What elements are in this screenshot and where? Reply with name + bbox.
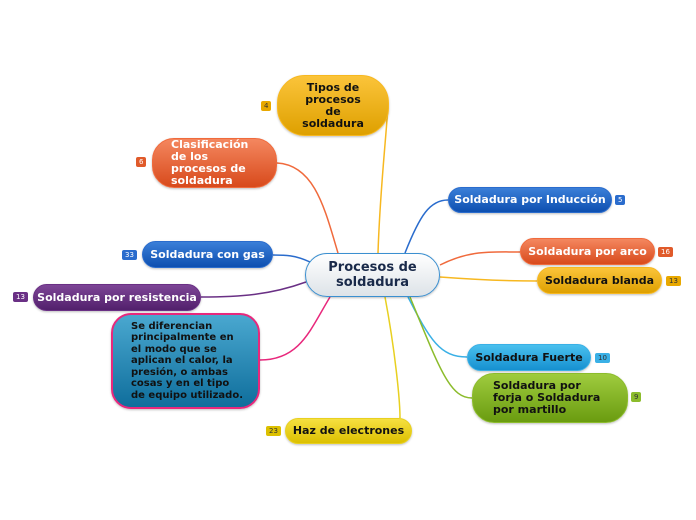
count-badge: 9	[631, 392, 642, 402]
topic-blanda[interactable]: Soldadura blanda	[537, 267, 662, 294]
count-badge: 13	[13, 292, 28, 302]
topic-haz-electrones[interactable]: Haz de electrones	[285, 418, 412, 444]
topic-label: Clasificación de los procesos de soldadu…	[171, 138, 249, 187]
topic-label: Haz de electrones	[292, 424, 405, 437]
topic-induccion[interactable]: Soldadura por Inducción	[448, 187, 612, 213]
count-badge: 33	[122, 250, 137, 260]
central-topic[interactable]: Procesos de soldadura	[305, 253, 440, 297]
count-badge: 13	[666, 276, 681, 286]
count-badge: 10	[595, 353, 610, 363]
topic-con-gas[interactable]: Soldadura con gas	[142, 241, 273, 268]
topic-descripcion[interactable]: Se diferencian principalmente en el modo…	[111, 313, 260, 409]
topic-label: Soldadura por forja o Soldadura por mart…	[493, 379, 601, 416]
count-badge: 6	[136, 157, 147, 167]
topic-resistencia[interactable]: Soldadura por resistencia	[33, 284, 201, 311]
topic-forja[interactable]: Soldadura por forja o Soldadura por mart…	[472, 373, 628, 423]
topic-label: Tipos de procesos de soldadura	[302, 80, 364, 130]
topic-label: Soldadura por Inducción	[454, 193, 606, 206]
count-badge: 5	[615, 195, 626, 205]
count-badge: 16	[658, 247, 673, 257]
topic-label: Se diferencian principalmente en el modo…	[131, 320, 243, 401]
central-topic-label: Procesos de soldadura	[328, 260, 417, 290]
topic-arco[interactable]: Soldadura por arco	[520, 238, 655, 265]
topic-label: Soldadura por resistencia	[37, 290, 197, 304]
topic-clasificacion[interactable]: Clasificación de los procesos de soldadu…	[152, 138, 277, 188]
topic-tipos[interactable]: Tipos de procesos de soldadura	[277, 75, 389, 136]
topic-label: Soldadura blanda	[544, 273, 655, 287]
count-badge: 4	[261, 101, 272, 111]
topic-label: Soldadura con gas	[150, 247, 265, 261]
topic-label: Soldadura por arco	[528, 244, 647, 258]
topic-label: Soldadura Fuerte	[475, 350, 583, 364]
count-badge: 23	[266, 426, 281, 436]
topic-fuerte[interactable]: Soldadura Fuerte	[467, 344, 591, 371]
